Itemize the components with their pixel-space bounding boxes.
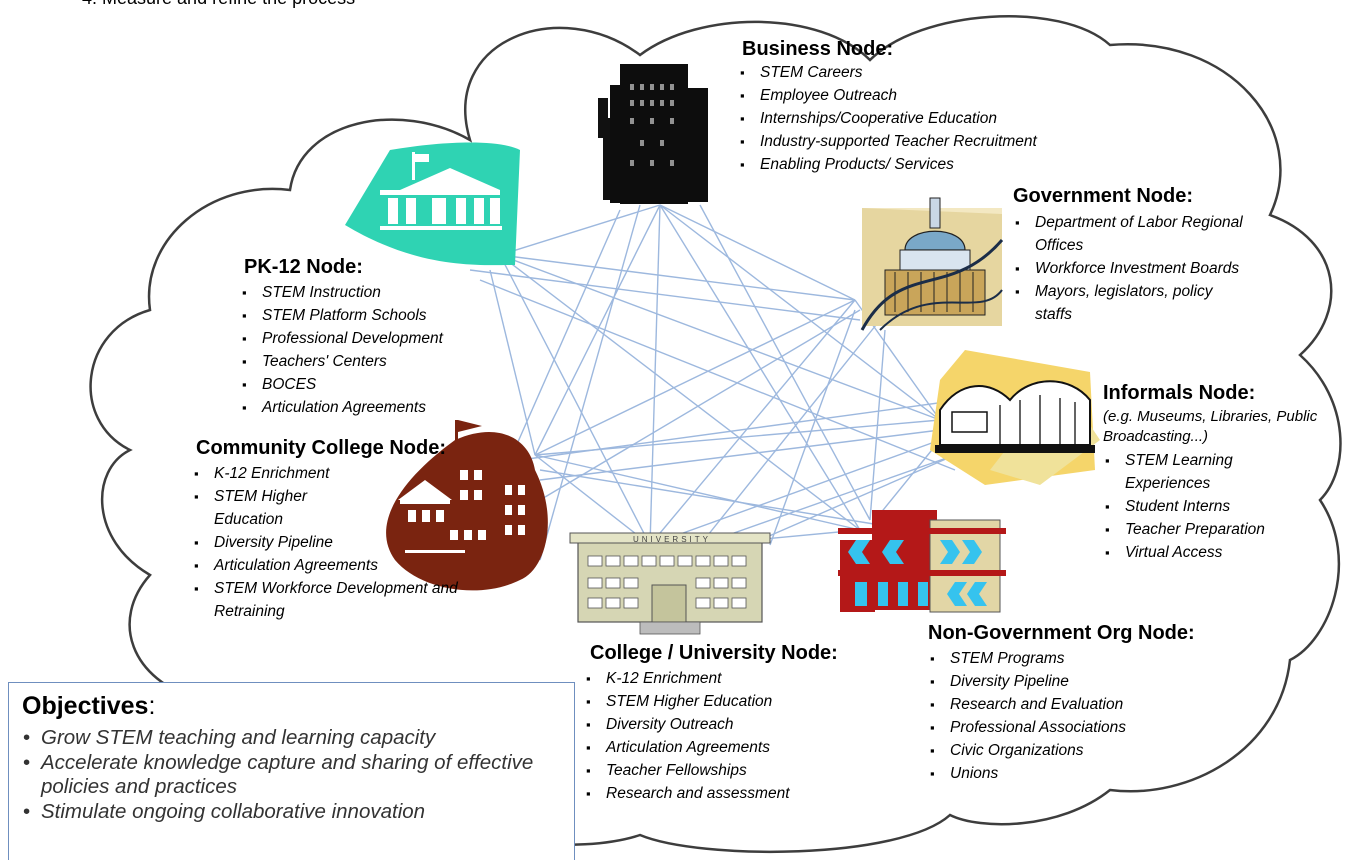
storefront-building-icon <box>838 510 1006 613</box>
informals-item: Virtual Access <box>1103 541 1318 564</box>
partial-heading-text: 4. Measure and refine the process <box>82 0 355 9</box>
pk12-node: PK-12 Node: STEM Instruction STEM Platfo… <box>242 256 443 419</box>
non-government-node: Non-Government Org Node: STEM Programs D… <box>928 622 1195 785</box>
informals-node-title: Informals Node: <box>1103 382 1256 404</box>
college-university-item: STEM Higher Education <box>584 690 838 713</box>
non-government-item: Diversity Pipeline <box>928 670 1195 693</box>
objectives-panel: Objectives: Grow STEM teaching and learn… <box>8 682 575 860</box>
government-item: Department of Labor Regional Offices <box>1013 211 1253 257</box>
pk12-item: Professional Development <box>240 327 443 350</box>
schoolhouse-icon <box>345 142 520 266</box>
connector-lines <box>469 204 961 561</box>
pk12-item: Teachers' Centers <box>240 350 443 373</box>
government-item: Workforce Investment Boards <box>1013 257 1253 280</box>
government-node: Government Node: Department of Labor Reg… <box>1013 185 1253 326</box>
informals-node-subtitle: (e.g. Museums, Libraries, Public Broadca… <box>1103 408 1318 445</box>
community-college-item: Diversity Pipeline <box>192 531 522 554</box>
non-government-item: Professional Associations <box>928 716 1195 739</box>
college-university-item: Teacher Fellowships <box>584 759 838 782</box>
non-government-node-title: Non-Government Org Node: <box>928 622 1195 644</box>
government-item: Mayors, legislators, policy staffs <box>1013 280 1253 326</box>
capitol-dome-icon <box>860 197 1004 331</box>
university-sign: UNIVERSITY <box>633 535 711 544</box>
college-university-item: Articulation Agreements <box>584 736 838 759</box>
pk12-node-title: PK-12 Node: <box>244 256 363 278</box>
community-college-node-title: Community College Node: <box>196 437 447 459</box>
community-college-item: Articulation Agreements <box>192 554 522 577</box>
community-college-item: K-12 Enrichment <box>192 462 522 485</box>
objective-item: Stimulate ongoing collaborative innovati… <box>21 800 541 825</box>
pk12-item: BOCES <box>240 373 443 396</box>
community-college-node: Community College Node: K-12 Enrichment … <box>194 437 522 623</box>
objective-item: Accelerate knowledge capture and sharing… <box>21 751 541 800</box>
informals-item: Student Interns <box>1103 495 1318 518</box>
office-building-icon <box>598 64 708 204</box>
objective-item: Grow STEM teaching and learning capacity <box>21 726 541 751</box>
pk12-item: STEM Instruction <box>240 281 443 304</box>
business-node: Business Node: STEM Careers Employee Out… <box>740 38 1037 176</box>
museum-building-icon <box>930 350 1100 485</box>
objectives-title: Objectives: <box>22 692 156 720</box>
business-item: Industry-supported Teacher Recruitment <box>738 130 1037 153</box>
non-government-item: STEM Programs <box>928 647 1195 670</box>
college-university-node: College / University Node: K-12 Enrichme… <box>586 642 838 805</box>
community-college-item: STEM Workforce Development and Retrainin… <box>192 577 522 623</box>
community-college-item: STEM Higher Education <box>192 485 324 531</box>
university-building-icon: UNIVERSITY <box>569 532 771 635</box>
college-university-item: K-12 Enrichment <box>584 667 838 690</box>
objectives-list: Grow STEM teaching and learning capacity… <box>21 726 541 824</box>
pk12-item: STEM Platform Schools <box>240 304 443 327</box>
informals-item: Teacher Preparation <box>1103 518 1318 541</box>
college-university-item: Diversity Outreach <box>584 713 838 736</box>
college-university-item: Research and assessment <box>584 782 838 805</box>
business-item: Internships/Cooperative Education <box>738 107 1037 130</box>
informals-item: STEM Learning Experiences <box>1103 449 1318 495</box>
business-node-title: Business Node: <box>742 38 894 60</box>
non-government-item: Civic Organizations <box>928 739 1195 762</box>
non-government-item: Unions <box>928 762 1195 785</box>
college-university-node-title: College / University Node: <box>590 642 838 664</box>
business-item: Enabling Products/ Services <box>738 153 1037 176</box>
government-node-title: Government Node: <box>1013 185 1194 207</box>
business-item: STEM Careers <box>738 61 1037 84</box>
non-government-item: Research and Evaluation <box>928 693 1195 716</box>
informals-node: Informals Node: (e.g. Museums, Libraries… <box>1103 382 1333 564</box>
business-item: Employee Outreach <box>738 84 1037 107</box>
pk12-item: Articulation Agreements <box>240 396 443 419</box>
